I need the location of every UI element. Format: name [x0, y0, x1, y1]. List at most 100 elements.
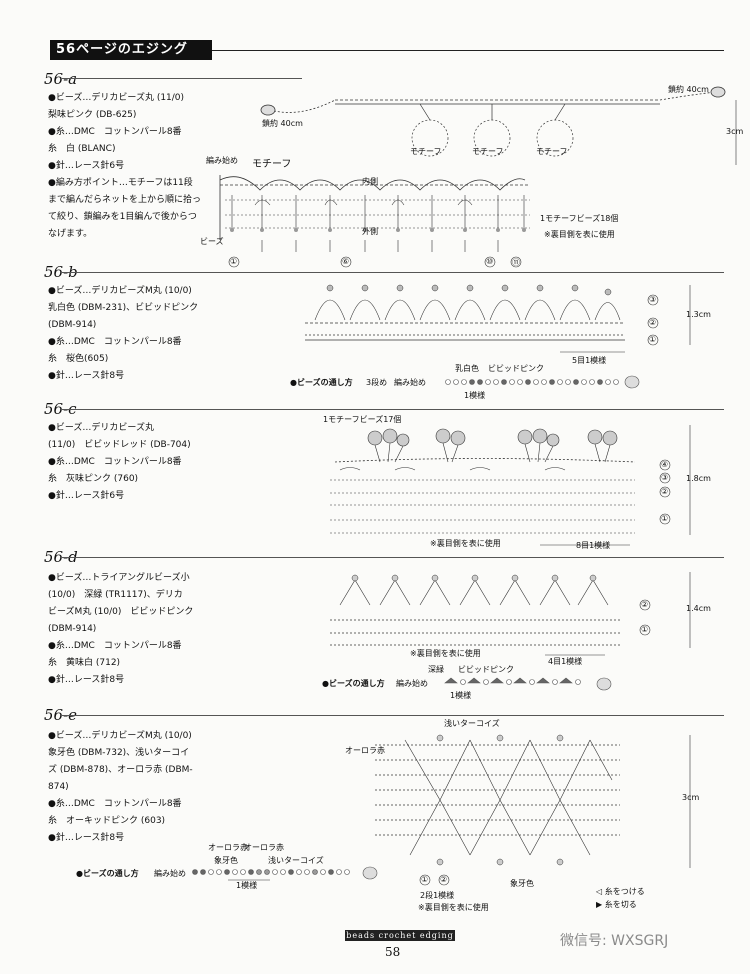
row-number: ②: [661, 487, 669, 496]
ivory-label: 象牙色: [214, 856, 238, 865]
diagram-56e: [192, 734, 691, 886]
material-line: 梨味ピンク (DB-625): [48, 110, 137, 120]
material-line: 糸 灰味ピンク (760): [48, 474, 139, 484]
section-rule: [62, 272, 724, 273]
page-title: 56ページのエジング: [50, 40, 212, 60]
material-line: 乳白色 (DBM-231)、ビビッドピンク: [48, 303, 199, 313]
section-rule: [62, 78, 302, 79]
material-line: ●針…レース針8号: [48, 371, 125, 381]
diagram-56c: [330, 425, 691, 546]
material-line: 象牙色 (DBM-732)、浅いターコイ: [48, 748, 190, 758]
turq2-label: 浅いターコイズ: [268, 856, 324, 865]
material-line: ●ビーズ…トライアングルビーズ小: [48, 573, 190, 583]
material-line: ●ビーズ…デリカビーズM丸 (10/0): [48, 731, 192, 741]
material-line: ●針…レース針8号: [48, 675, 125, 685]
row-number: ①: [230, 257, 238, 266]
repeat-56b: 5目1模様: [572, 356, 607, 365]
materials-56e: ●ビーズ…デリカビーズM丸 (10/0) 象牙色 (DBM-732)、浅いターコ…: [48, 728, 233, 847]
material-line: ●糸…DMC コットンパール8番: [48, 127, 182, 137]
row-number: ⑩: [486, 257, 494, 266]
page-number: 58: [385, 945, 401, 959]
materials-56c: ●ビーズ…デリカビーズ丸 (11/0) ビビッドレッド (DB-704) ●糸……: [48, 420, 233, 505]
title-rule: [212, 50, 724, 51]
aurora1-label: オーロラ赤: [208, 843, 248, 852]
material-line: ●糸…DMC コットンパール8番: [48, 641, 182, 651]
bead-order-start: 編み始め: [394, 378, 426, 387]
materials-56b: ●ビーズ…デリカビーズM丸 (10/0) 乳白色 (DBM-231)、ビビッドピ…: [48, 283, 233, 385]
material-line: (10/0) 深緑 (TR1117)、デリカ: [48, 590, 183, 600]
row-number: ①: [641, 625, 649, 634]
material-line: ●針…レース針8号: [48, 833, 125, 843]
motif-title: モチーフ: [252, 159, 292, 170]
ivory2-label: 象牙色: [510, 879, 534, 888]
section-label-56a: 56-a: [44, 70, 78, 88]
height-56e: 3cm: [682, 793, 700, 802]
section-rule: [62, 409, 724, 410]
color2-label: ビビッドピンク: [488, 364, 544, 373]
material-line: ビーズM丸 (10/0) ビビッドピンク: [48, 607, 194, 617]
aurora-label: オーロラ赤: [345, 746, 385, 755]
bead-label: ビーズ: [200, 237, 224, 246]
material-line: (DBM-914): [48, 320, 97, 330]
reverse-note: ※裏目側を表に使用: [418, 903, 489, 912]
row-number: ①: [421, 875, 429, 884]
material-line: ●糸…DMC コットンパール8番: [48, 457, 182, 467]
reverse-note: ※裏目側を表に使用: [430, 539, 501, 548]
material-line: 874): [48, 782, 69, 792]
material-line: ●ビーズ…デリカビーズM丸 (10/0): [48, 286, 192, 296]
reverse-note: ※裏目側を表に使用: [410, 649, 481, 658]
start-label: 編み始め: [206, 156, 238, 165]
material-line: ●針…レース針6号: [48, 161, 125, 171]
beads-per-motif: 1モチーフビーズ17個: [323, 415, 402, 424]
row-number: ③: [649, 295, 657, 304]
motif-label: モチーフ: [536, 147, 568, 156]
row-number: ⑪: [512, 258, 520, 267]
material-line: 糸 白 (BLANC): [48, 144, 116, 154]
legend-attach: ◁ 糸をつける: [596, 887, 645, 896]
material-line: ●ビーズ…デリカビーズ丸: [48, 423, 154, 433]
repeat-56d: 4目1模様: [548, 657, 583, 666]
section-rule: [62, 557, 724, 558]
series-title: beads crochet edging: [345, 930, 455, 941]
color2-label: ビビッドピンク: [458, 665, 514, 674]
section-label-56b: 56-b: [44, 263, 78, 281]
color1-label: 乳白色: [455, 364, 479, 373]
legend-cut: ▶ 糸を切る: [596, 900, 637, 909]
beads-per-motif: 1モチーフビーズ18個: [540, 214, 619, 223]
row-number: ②: [440, 875, 448, 884]
pattern-label: 1模様: [464, 391, 486, 400]
aurora2-label: オーロラ赤: [244, 843, 284, 852]
bead-order-start: 編み始め: [154, 869, 186, 878]
material-line: ●針…レース針6号: [48, 491, 125, 501]
material-line: まで編んだらネットを上から順に拾っ: [48, 195, 202, 205]
pattern-label: 1模様: [450, 691, 472, 700]
inner-label: 内側: [362, 177, 378, 186]
material-line: て絞り、鎖編みを1目編んで後からつ: [48, 212, 197, 222]
turquoise-label: 浅いターコイズ: [444, 719, 500, 728]
material-line: なげます。: [48, 229, 93, 239]
height-56d: 1.4cm: [686, 604, 711, 613]
diagram-56d: [330, 572, 691, 691]
section-label-56c: 56-c: [44, 400, 77, 418]
two-rows-label: 2段1模様: [420, 891, 455, 900]
row-number: ⑥: [342, 257, 350, 266]
materials-56d: ●ビーズ…トライアングルビーズ小 (10/0) 深緑 (TR1117)、デリカ …: [48, 570, 233, 689]
material-line: ズ (DBM-878)、オーロラ赤 (DBM-: [48, 765, 193, 775]
chain-length-right: 鎖約 40cm: [668, 85, 709, 94]
row-number: ④: [661, 460, 669, 469]
outer-label: 外側: [362, 227, 378, 236]
bead-order-title: ●ビーズの通し方: [322, 679, 385, 688]
section-label-56d: 56-d: [44, 548, 78, 566]
materials-56a: ●ビーズ…デリカビーズ丸 (11/0) 梨味ピンク (DB-625) ●糸…DM…: [48, 90, 233, 243]
row-number: ②: [641, 600, 649, 609]
reverse-note: ※裏目側を表に使用: [544, 230, 615, 239]
bead-order-title: ●ビーズの通し方: [76, 869, 139, 878]
diagram-56a: [219, 86, 737, 268]
repeat-56c: 8目1模様: [576, 541, 611, 550]
material-line: ●ビーズ…デリカビーズ丸 (11/0): [48, 93, 185, 103]
material-line: ●糸…DMC コットンパール8番: [48, 337, 182, 347]
section-label-56e: 56-e: [44, 706, 78, 724]
bead-order-start: 編み始め: [396, 679, 428, 688]
material-line: (11/0) ビビッドレッド (DB-704): [48, 440, 191, 450]
